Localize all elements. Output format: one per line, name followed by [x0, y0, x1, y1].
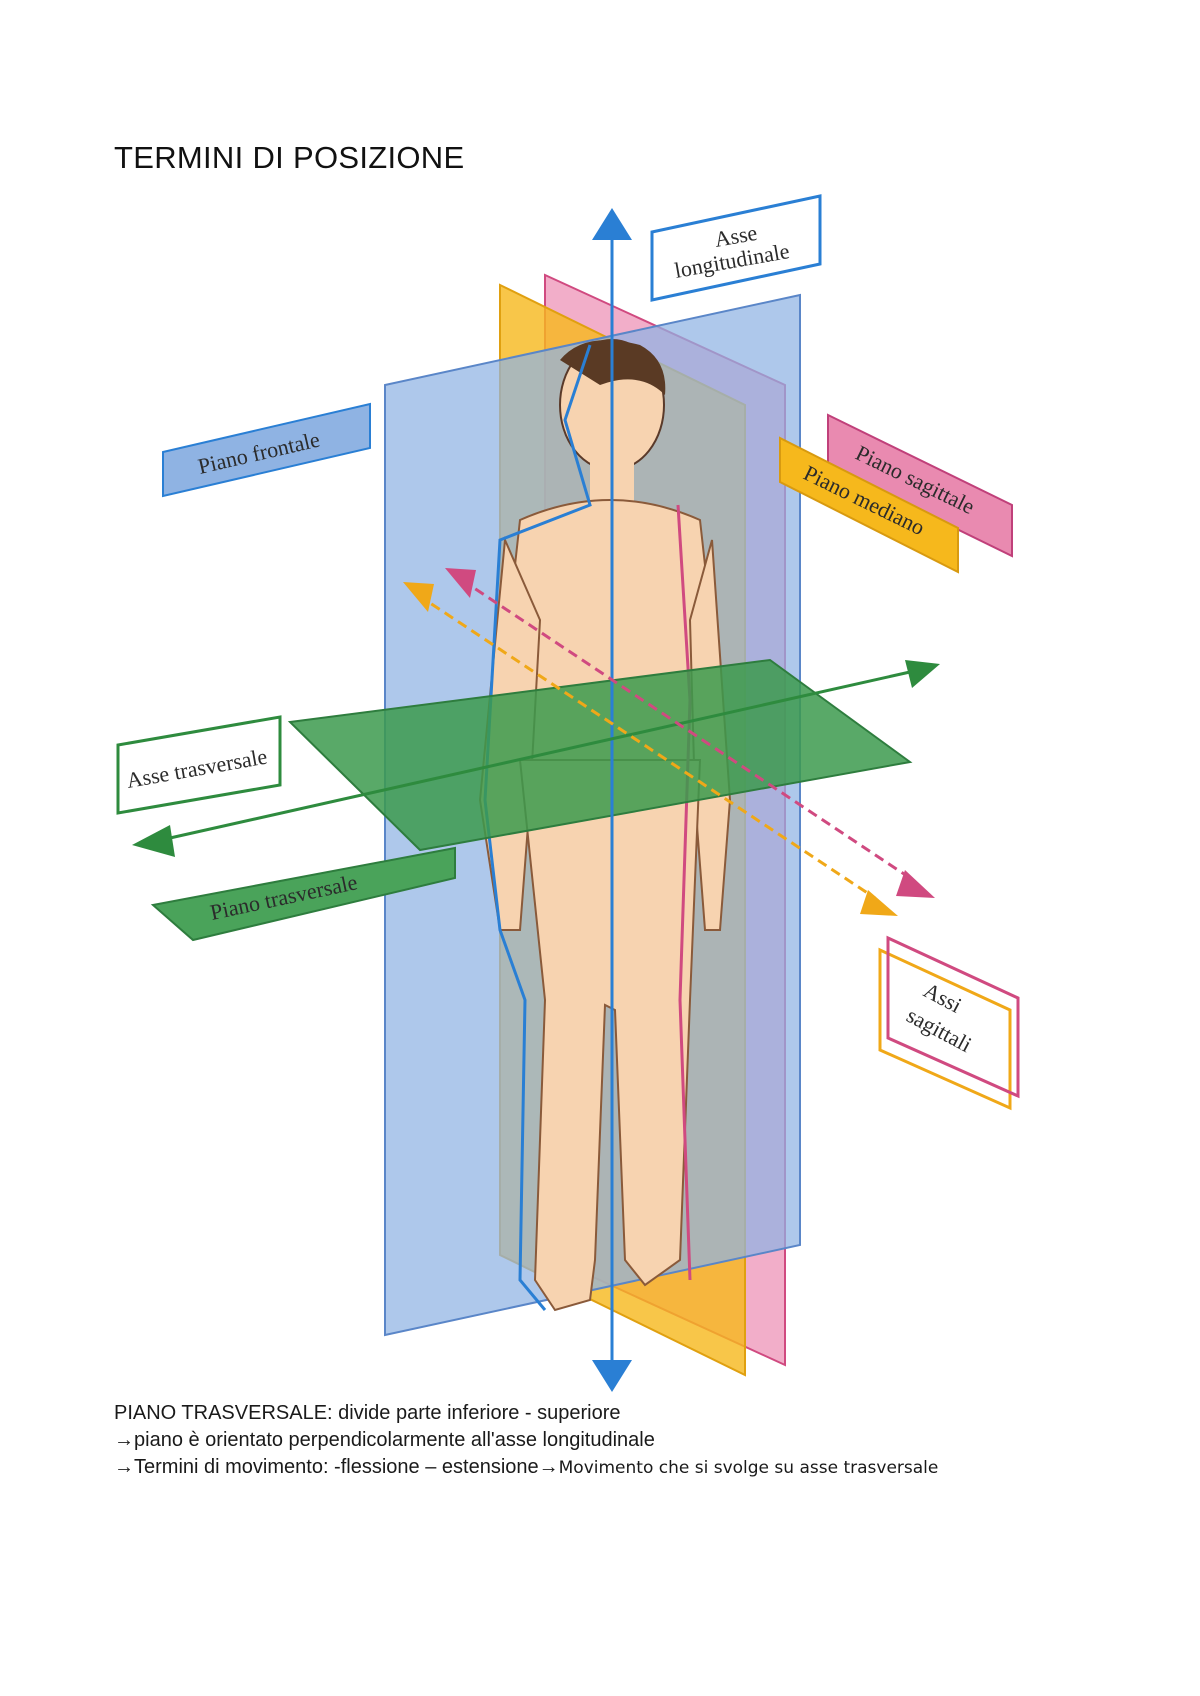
arrow-icon: →: [539, 1456, 559, 1478]
longitudinal-axis-down-arrow: [592, 1360, 632, 1392]
arrow-icon: →: [114, 1429, 134, 1451]
notes-section: PIANO TRASVERSALE: divide parte inferior…: [114, 1400, 938, 1482]
arrow-icon: →: [114, 1456, 134, 1478]
note-line-2: →piano è orientato perpendicolarmente al…: [114, 1427, 938, 1454]
transverse-axis-right-arrow: [905, 660, 940, 688]
label-piano-frontale: Piano frontale: [163, 404, 370, 496]
label-asse-trasversale: Asse trasversale: [118, 717, 280, 813]
note-line-1: PIANO TRASVERSALE: divide parte inferior…: [114, 1400, 938, 1427]
label-assi-sagittali: Assi sagittali: [880, 938, 1018, 1108]
longitudinal-axis-up-arrow: [592, 208, 632, 240]
note-line-3: →Termini di movimento: -flessione – este…: [114, 1454, 938, 1482]
transverse-axis-left-arrow: [132, 825, 175, 857]
sagittal-axis-yellow-arrow: [860, 890, 898, 916]
label-asse-longitudinale: Asse longitudinale: [652, 196, 820, 300]
